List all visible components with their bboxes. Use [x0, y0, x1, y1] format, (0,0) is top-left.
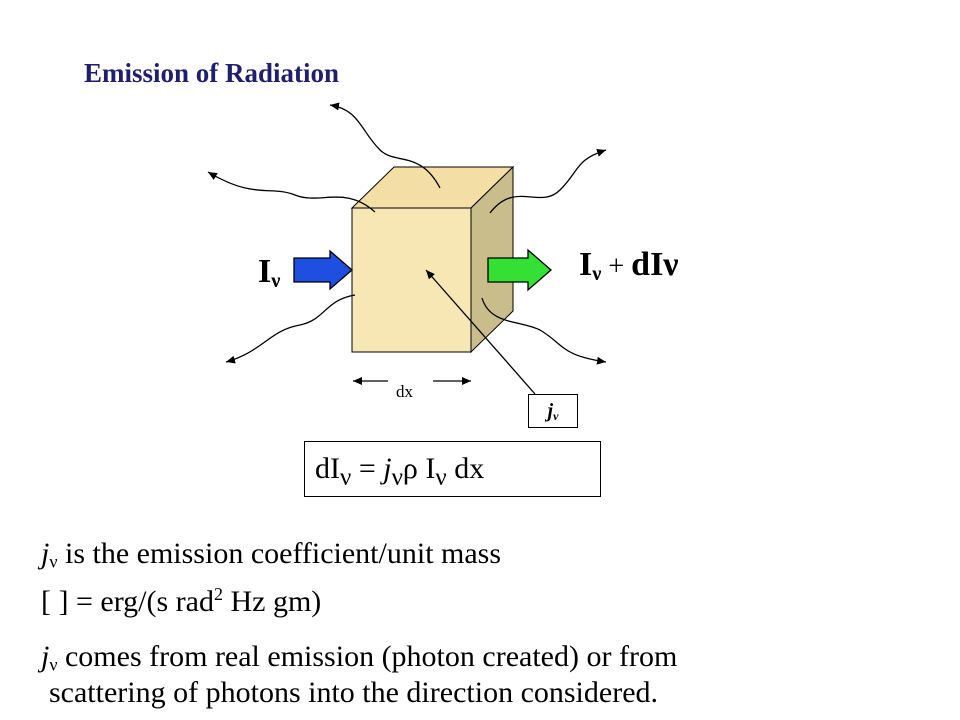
emission-coefficient-box: jν: [528, 394, 578, 428]
emission-ray-top: [329, 102, 441, 189]
scattering-line: scattering of photons into the direction…: [49, 676, 659, 709]
emission-ray-lower-left: [225, 294, 356, 364]
cube-front-face: [351, 207, 472, 353]
dx-label: dx: [396, 382, 413, 401]
outgoing-intensity-label: Iν + dIν: [579, 246, 679, 286]
emission-ray-lower-right: [481, 297, 607, 365]
definition-line: jν is the emission coefficient/unit mass: [41, 537, 502, 572]
transfer-equation-box: dIν = jνρ Iν dx: [304, 441, 601, 497]
emission-ray-upper-left: [207, 171, 376, 213]
incoming-intensity-label: Iν: [258, 253, 281, 293]
source-line: jν comes from real emission (photon crea…: [41, 640, 678, 675]
page-title: Emission of Radiation: [84, 58, 340, 88]
units-line: [ ] = erg/(s rad2 Hz gm): [41, 584, 322, 618]
incoming-intensity-arrow: [293, 249, 353, 291]
outgoing-intensity-arrow: [487, 248, 552, 292]
emission-ray-upper-right: [489, 148, 607, 214]
coefficient-pointer: [425, 269, 536, 395]
